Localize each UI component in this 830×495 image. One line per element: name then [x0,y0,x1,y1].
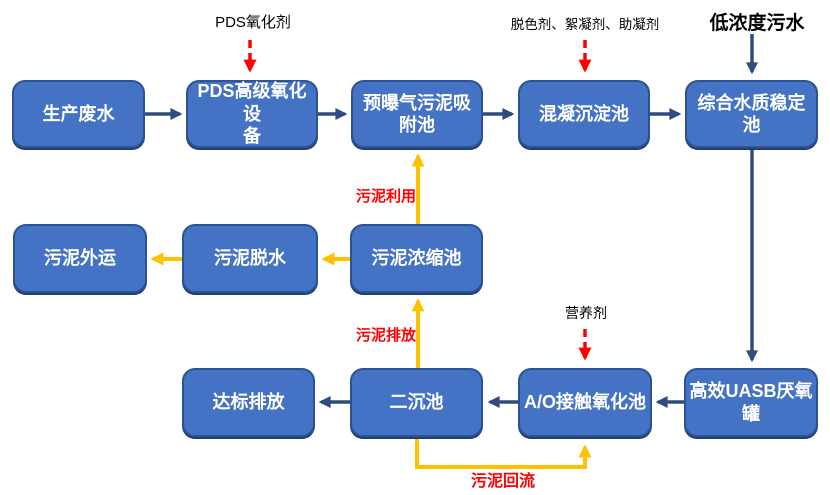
label-sludge-utilization: 污泥利用 [356,188,417,205]
node-standard-discharge: 达标排放 [182,368,315,437]
node-water-quality-stabilization: 综合水质稳定 池 [685,80,818,148]
label-decolorant-flocculant: 脱色剂、絮凝剂、助凝剂 [510,17,660,32]
node-ao-contact-oxidation: A/O接触氧化池 [518,368,652,437]
node-pre-aeration-sludge-adsorption: 预曝气污泥吸 附池 [351,80,483,148]
label-low-concentration-sewage: 低浓度污水 [709,13,805,34]
node-sludge-thickening: 污泥浓缩池 [350,224,483,293]
node-sludge-transport: 污泥外运 [13,224,147,293]
label-pds-oxidant: PDS氧化剂 [215,14,291,31]
node-production-wastewater: 生产废水 [12,80,145,148]
label-nutrient: 营养剂 [565,305,607,321]
label-sludge-discharge: 污泥排放 [356,327,417,344]
arrow-sludge-return [415,437,592,469]
node-sludge-dewatering: 污泥脱水 [182,224,318,293]
node-coagulation-sedimentation: 混凝沉淀池 [518,80,650,148]
node-uasb-anaerobic-tank: 高效UASB厌氧 罐 [684,368,818,437]
node-pds-oxidation-equipment: PDS高级氧化设 备 [186,80,318,148]
node-secondary-sedimentation: 二沉池 [350,368,483,437]
label-sludge-return: 污泥回流 [470,473,536,490]
